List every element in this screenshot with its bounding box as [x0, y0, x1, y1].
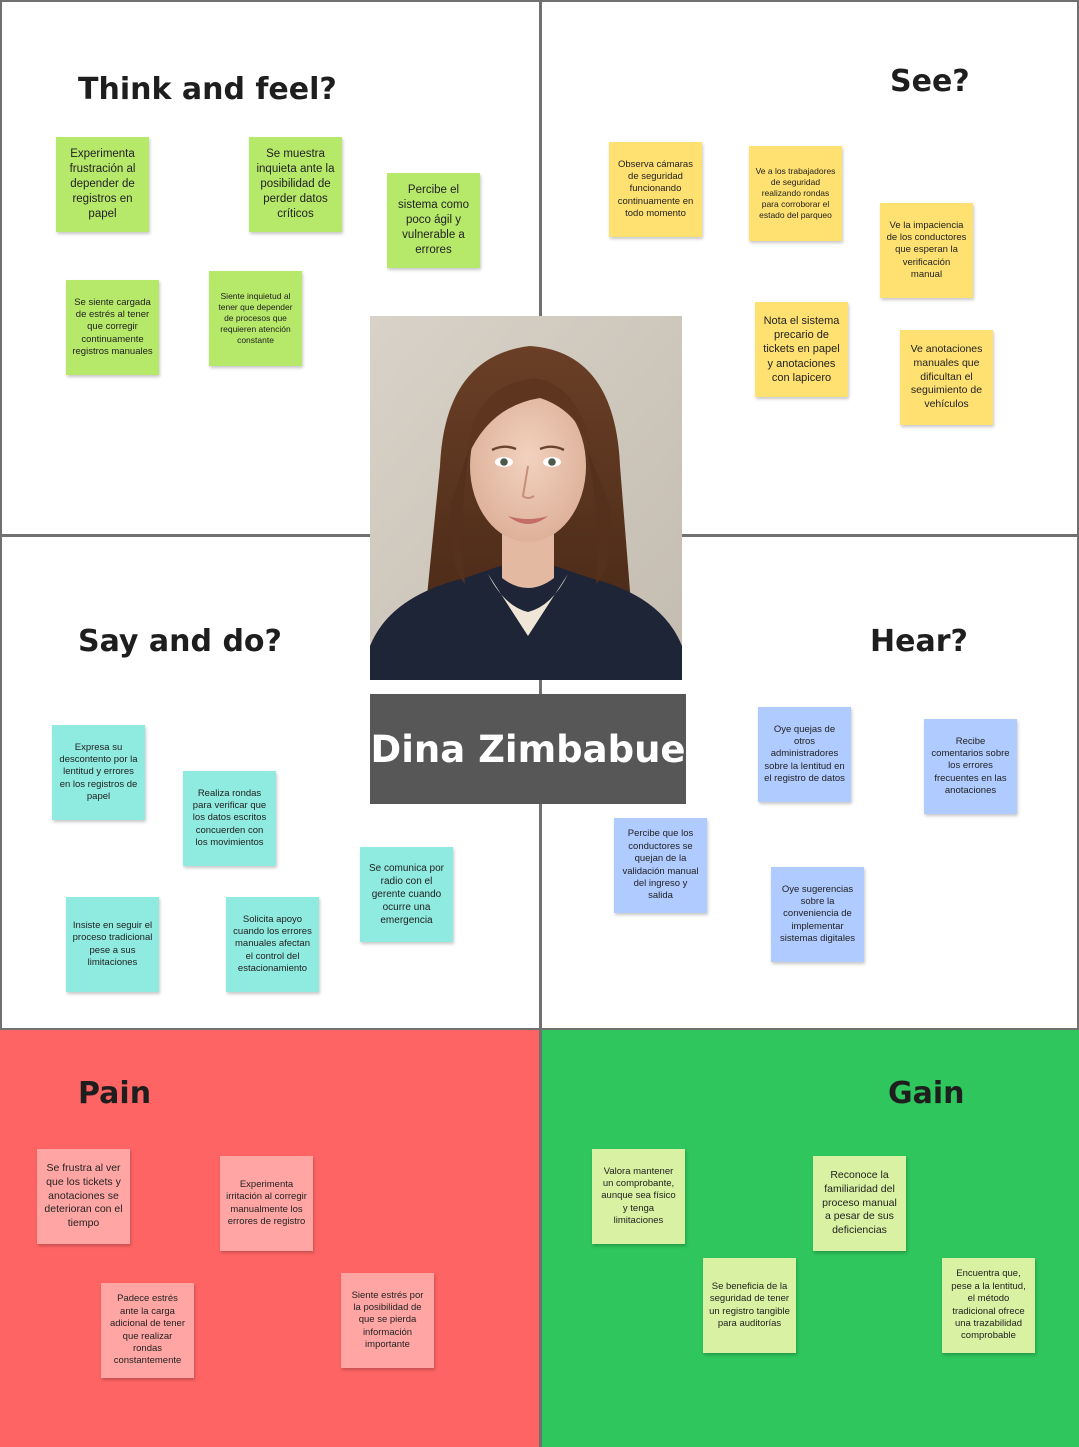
gain-note[interactable]: Valora mantener un comprobante, aunque s… — [592, 1149, 685, 1244]
say-do-title: Say and do? — [78, 624, 282, 659]
hear-note[interactable]: Percibe que los conductores se quejan de… — [614, 818, 707, 913]
think-feel-title: Think and feel? — [78, 72, 337, 107]
pain-note[interactable]: Se frustra al ver que los tickets y anot… — [37, 1149, 130, 1244]
say-note[interactable]: Solicita apoyo cuando los errores manual… — [226, 897, 319, 992]
gain-note[interactable]: Se beneficia de la seguridad de tener un… — [703, 1258, 796, 1353]
say-note[interactable]: Insiste en seguir el proceso tradicional… — [66, 897, 159, 992]
persona-name: Dina Zimbabue — [370, 727, 686, 771]
bottom-divider-line — [0, 1028, 1079, 1030]
persona-name-box: Dina Zimbabue — [370, 694, 686, 804]
hear-note[interactable]: Oye quejas de otros administradores sobr… — [758, 707, 851, 802]
think-note[interactable]: Experimenta frustración al depender de r… — [56, 137, 149, 232]
think-note[interactable]: Percibe el sistema como poco ágil y vuln… — [387, 173, 480, 268]
pain-title: Pain — [78, 1076, 152, 1111]
see-note[interactable]: Ve la impaciencia de los conductores que… — [880, 203, 973, 298]
hear-note[interactable]: Oye sugerencias sobre la conveniencia de… — [771, 867, 864, 962]
hear-title: Hear? — [870, 624, 968, 659]
pain-note[interactable]: Experimenta irritación al corregir manua… — [220, 1156, 313, 1251]
say-note[interactable]: Se comunica por radio con el gerente cua… — [360, 847, 453, 942]
see-title: See? — [890, 64, 970, 99]
pain-note[interactable]: Padece estrés ante la carga adicional de… — [101, 1283, 194, 1378]
see-note[interactable]: Ve anotaciones manuales que dificultan e… — [900, 330, 993, 425]
see-note[interactable]: Nota el sistema precario de tickets en p… — [755, 302, 848, 397]
think-note[interactable]: Se siente cargada de estrés al tener que… — [66, 280, 159, 375]
gain-note[interactable]: Reconoce la familiaridad del proceso man… — [813, 1156, 906, 1251]
gain-title: Gain — [888, 1076, 965, 1111]
say-note[interactable]: Expresa su descontento por la lentitud y… — [52, 725, 145, 820]
think-note[interactable]: Siente inquietud al tener que depender d… — [209, 271, 302, 366]
think-note[interactable]: Se muestra inquieta ante la posibilidad … — [249, 137, 342, 232]
say-note[interactable]: Realiza rondas para verificar que los da… — [183, 771, 276, 866]
left-border-line — [0, 0, 2, 1029]
see-note[interactable]: Ve a los trabajadores de seguridad reali… — [749, 146, 842, 241]
see-note[interactable]: Observa cámaras de seguridad funcionando… — [609, 142, 702, 237]
pain-note[interactable]: Siente estrés por la posibilidad de que … — [341, 1273, 434, 1368]
gain-note[interactable]: Encuentra que, pese a la lentitud, el mé… — [942, 1258, 1035, 1353]
persona-photo — [370, 316, 682, 680]
right-border-line — [1077, 0, 1079, 1029]
hear-note[interactable]: Recibe comentarios sobre los errores fre… — [924, 719, 1017, 814]
